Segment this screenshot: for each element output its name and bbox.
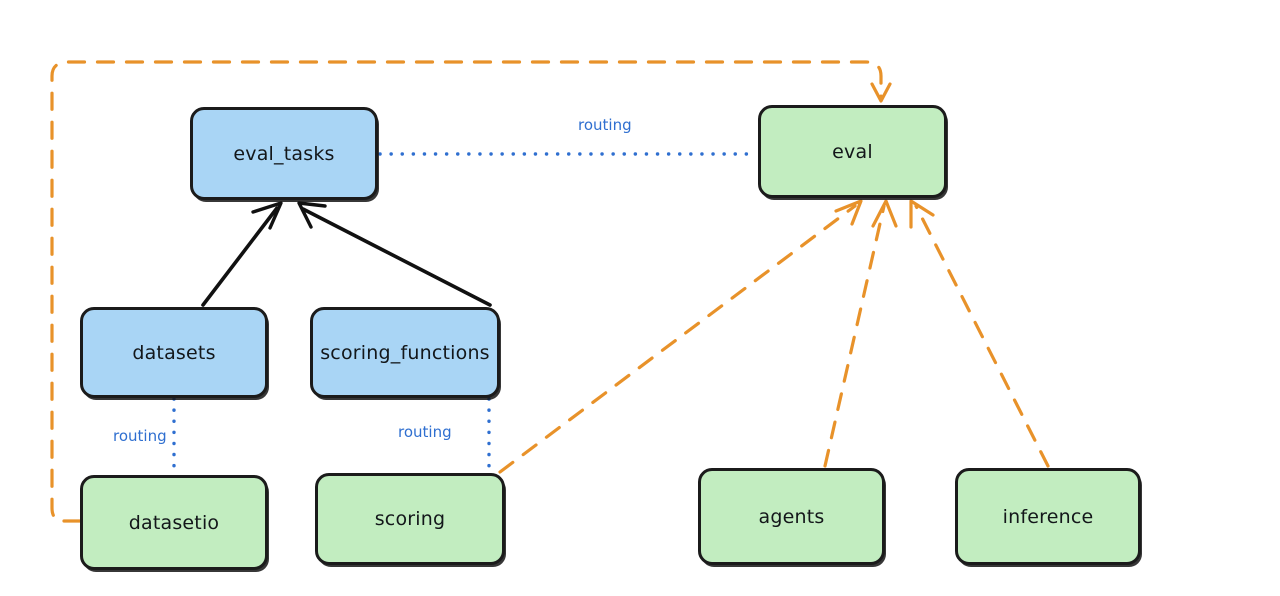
edge-label-routing-scoring-functions-scoring: routing: [398, 423, 452, 441]
node-label: inference: [1002, 505, 1094, 528]
node-eval-tasks[interactable]: eval_tasks: [190, 107, 378, 200]
node-datasets[interactable]: datasets: [80, 307, 268, 398]
node-scoring-functions[interactable]: scoring_functions: [310, 307, 500, 398]
node-label: datasets: [132, 341, 216, 364]
edge-agents-eval: [823, 199, 898, 468]
edge-datasets-eval_tasks: [201, 201, 283, 307]
node-label: datasetio: [128, 511, 220, 534]
node-scoring[interactable]: scoring: [315, 473, 505, 565]
edge-datasetio-eval: [50, 60, 892, 523]
node-label: agents: [758, 505, 825, 528]
edge-scoring_functions-eval_tasks: [297, 201, 492, 307]
node-datasetio[interactable]: datasetio: [80, 475, 268, 570]
edge-label-routing-eval-tasks-eval: routing: [578, 116, 632, 134]
edge-label-routing-datasets-datasetio: routing: [113, 427, 167, 445]
node-eval[interactable]: eval: [758, 105, 947, 198]
node-agents[interactable]: agents: [698, 468, 885, 565]
node-label: eval_tasks: [233, 142, 335, 165]
node-label: scoring: [374, 508, 446, 530]
node-label: scoring_functions: [320, 341, 490, 364]
edge-scoring-eval: [498, 199, 863, 474]
node-inference[interactable]: inference: [955, 468, 1141, 565]
node-label: eval: [832, 140, 873, 163]
edge-inference-eval: [909, 199, 1050, 468]
